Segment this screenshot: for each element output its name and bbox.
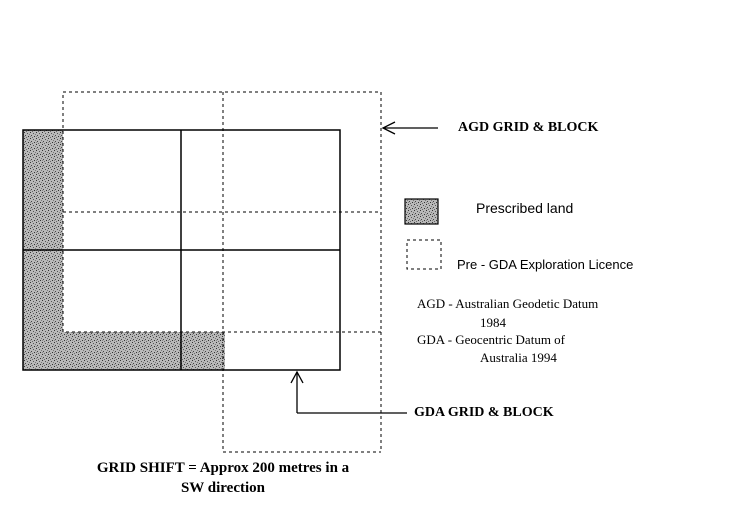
gda-definition-line1: GDA - Geocentric Datum of (417, 332, 566, 347)
legend-prescribed-label: Prescribed land (476, 200, 574, 216)
agd-arrow (381, 121, 438, 135)
agd-definition-line2: 1984 (480, 315, 506, 330)
legend-prescribed-swatch (404, 198, 439, 225)
agd-grid-block-label: AGD GRID & BLOCK (458, 120, 599, 135)
gda-definition-line2: Australia 1994 (480, 350, 557, 365)
agd-definition-line1: AGD - Australian Geodetic Datum (417, 296, 599, 311)
legend-licence-swatch (406, 239, 442, 270)
agd-grid (62, 91, 382, 453)
legend-licence-label: Pre - GDA Exploration Licence (457, 257, 634, 272)
grid-shift-line2: SW direction (180, 480, 266, 496)
gda-grid-block-label: GDA GRID & BLOCK (414, 405, 554, 420)
prescribed-land-bottom-strip (23, 332, 225, 370)
grid-shift-line1: GRID SHIFT = Approx 200 metres in a (96, 460, 350, 476)
gda-arrow (290, 370, 407, 414)
gda-grid (22, 129, 341, 371)
